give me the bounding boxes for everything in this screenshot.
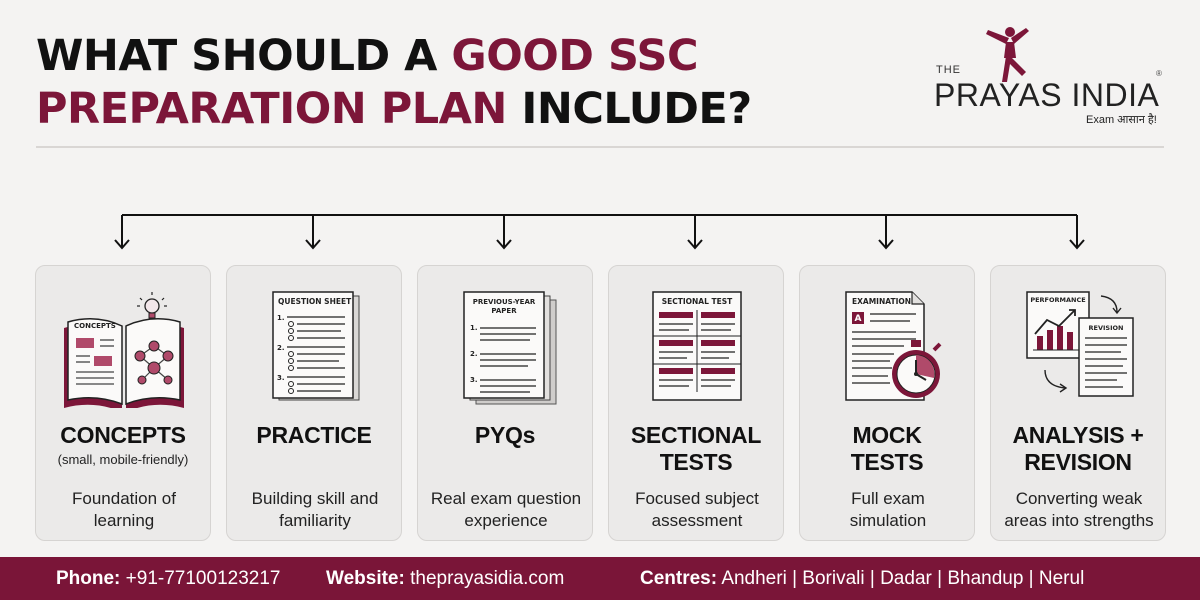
card-title: PRACTICE xyxy=(256,422,372,448)
desc-line: experience xyxy=(464,511,548,530)
open-book-icon: CONCEPTS xyxy=(64,292,184,408)
title-line-2: PREPARATION PLAN INCLUDE? xyxy=(36,83,752,136)
lightbulb-icon xyxy=(137,292,167,319)
card-description: Full exam simulation xyxy=(806,488,970,532)
header-divider xyxy=(36,146,1164,148)
connector-tree xyxy=(114,214,1085,250)
website-label: Website: xyxy=(326,568,405,589)
logo-the: THE xyxy=(936,64,961,76)
desc-line: Foundation of xyxy=(72,489,176,508)
desc-line: familiarity xyxy=(279,511,351,530)
page-title: WHAT SHOULD A GOOD SSC PREPARATION PLAN … xyxy=(36,30,752,136)
footer-phone[interactable]: Phone: +91-77100123217 xyxy=(56,557,280,600)
title-line-1: WHAT SHOULD A GOOD SSC xyxy=(36,30,752,83)
card-title: ANALYSIS + REVISION xyxy=(991,422,1165,476)
question-sheet-icon: QUESTION SHEET 1. 2. 3. xyxy=(272,291,360,401)
title-line: MOCK xyxy=(852,422,922,448)
logo[interactable]: THE PRAYAS INDIA ® Exam आसान है! xyxy=(918,24,1168,134)
list-number: 1. xyxy=(470,324,478,332)
website-value: theprayasidia.com xyxy=(410,568,565,589)
illustration-label: REVISION xyxy=(1089,324,1124,332)
illustration-label: PAPER xyxy=(491,307,517,315)
card-practice[interactable]: QUESTION SHEET 1. 2. 3. PRACTICE Buildin… xyxy=(226,265,402,541)
card-analysis-revision[interactable]: PERFORMANCE REVISION xyxy=(990,265,1166,541)
card-sectional-tests[interactable]: SECTIONAL TEST SECTIONAL TESTS xyxy=(608,265,784,541)
logo-tagline: Exam आसान है! xyxy=(1086,114,1157,126)
desc-line: areas into strengths xyxy=(1004,511,1154,530)
logo-name: PRAYAS INDIA xyxy=(934,77,1160,113)
desc-line: Converting weak xyxy=(1015,489,1143,508)
illustration-label: EXAMINATION xyxy=(852,297,911,306)
desc-line: learning xyxy=(93,511,155,530)
footer-website[interactable]: Website: theprayasidia.com xyxy=(326,557,564,600)
dancer-figure-icon xyxy=(986,27,1029,82)
title-line: TESTS xyxy=(850,449,924,475)
list-number: 3. xyxy=(277,374,285,382)
illustration-label: SECTIONAL TEST xyxy=(662,297,733,306)
desc-line: Building skill and xyxy=(251,489,379,508)
title-text: WHAT SHOULD A xyxy=(36,31,452,81)
list-number: 2. xyxy=(470,350,478,358)
title-accent: GOOD SSC xyxy=(451,31,699,81)
logo-registered: ® xyxy=(1156,69,1162,78)
illustration-letter: A xyxy=(855,314,862,324)
examination-stopwatch-icon: EXAMINATION A xyxy=(845,291,942,401)
title-line: REVISION xyxy=(1024,449,1132,475)
illustration-label: PERFORMANCE xyxy=(1030,296,1085,304)
title-accent: PREPARATION PLAN xyxy=(36,84,507,134)
list-number: 3. xyxy=(470,376,478,384)
list-number: 1. xyxy=(277,314,285,322)
performance-revision-icon: PERFORMANCE REVISION xyxy=(1026,291,1134,397)
cycle-arrows-icon xyxy=(1044,295,1122,393)
card-description: Focused subject assessment xyxy=(615,488,779,532)
title-line: SECTIONAL xyxy=(630,422,762,448)
title-line: ANALYSIS + xyxy=(1012,422,1144,448)
illustration-label: CONCEPTS xyxy=(74,322,116,330)
footer-centres: Centres: Andheri | Borivali | Dadar | Bh… xyxy=(640,557,1084,600)
desc-line: simulation xyxy=(849,511,927,530)
phone-value: +91-7710012321 xyxy=(125,568,270,589)
centres-label: Centres: xyxy=(640,568,718,589)
card-title: CONCEPTS xyxy=(60,422,186,448)
centres-value: Andheri | Borivali | Dadar | Bhandup | N… xyxy=(721,568,1085,589)
desc-line: Full exam xyxy=(851,489,925,508)
card-description: Building skill and familiarity xyxy=(233,488,397,532)
previous-year-paper-icon: PREVIOUS-YEAR PAPER 1. 2. 3. xyxy=(463,291,557,405)
desc-line: Real exam question xyxy=(430,489,582,508)
illustration-label: QUESTION SHEET xyxy=(278,297,352,306)
phone-suffix: 7 xyxy=(269,568,281,589)
card-description: Foundation of learning xyxy=(42,488,206,532)
footer-bar: Phone: +91-77100123217 Website: thepraya… xyxy=(0,557,1200,600)
title-text: INCLUDE? xyxy=(506,84,752,134)
list-number: 2. xyxy=(277,344,285,352)
card-pyqs[interactable]: PREVIOUS-YEAR PAPER 1. 2. 3. PYQs Real e… xyxy=(417,265,593,541)
card-title: MOCK TESTS xyxy=(800,422,974,476)
card-subtitle: (small, mobile-friendly) xyxy=(57,452,189,467)
desc-line: assessment xyxy=(651,511,743,530)
desc-line: Focused subject xyxy=(635,489,759,508)
card-mock-tests[interactable]: EXAMINATION A MOCK T xyxy=(799,265,975,541)
card-concepts[interactable]: CONCEPTS xyxy=(35,265,211,541)
card-description: Real exam question experience xyxy=(424,488,588,532)
card-description: Converting weak areas into strengths xyxy=(997,488,1161,532)
stopwatch-icon xyxy=(892,340,942,398)
card-title: SECTIONAL TESTS xyxy=(609,422,783,476)
title-line: TESTS xyxy=(659,449,733,475)
card-title: PYQs xyxy=(474,422,536,448)
sectional-test-icon: SECTIONAL TEST xyxy=(652,291,742,401)
phone-label: Phone: xyxy=(56,568,121,589)
illustration-label: PREVIOUS-YEAR xyxy=(473,298,536,306)
